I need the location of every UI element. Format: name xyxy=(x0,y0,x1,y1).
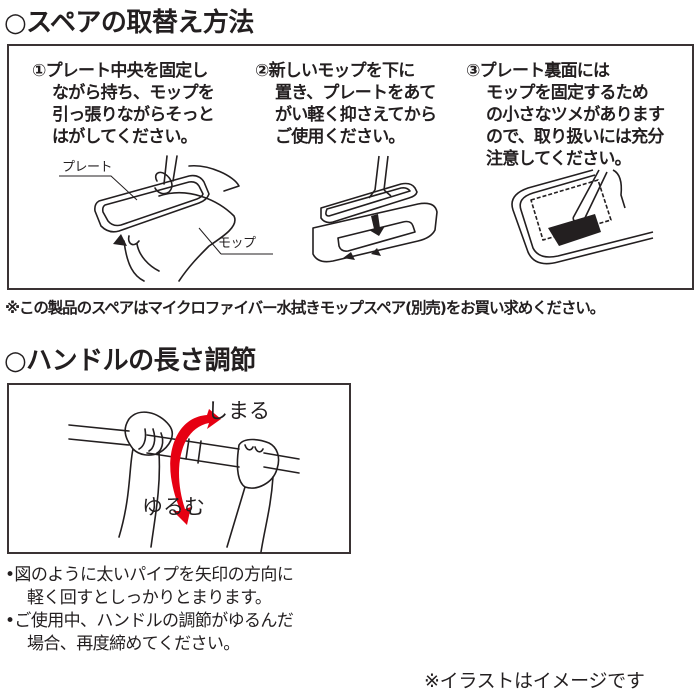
step-1-line-1: ①プレート中央を固定し xyxy=(32,61,208,81)
step-2-line-1: ②新しいモップを下に xyxy=(255,61,415,81)
section-title-spare-replacement: ○スペアの取替え方法 xyxy=(4,8,254,38)
step-2-line-2: 置き、プレートをあて xyxy=(275,83,436,103)
bullet-2-line-1: •ご使用中、ハンドルの調節がゆるんだ xyxy=(5,611,294,631)
handle-instructions: •図のように太いパイプを矢印の方向に 軽く回すとしっかりとまります。 •ご使用中… xyxy=(5,564,294,656)
step-1-text: ①プレート中央を固定し ながら持ち、モップを 引っ張りながらそっと はがしてくだ… xyxy=(32,60,215,148)
loosen-label: ゆるむ xyxy=(142,495,205,519)
spare-replacement-panel: ①プレート中央を固定し ながら持ち、モップを 引っ張りながらそっと はがしてくだ… xyxy=(7,44,694,290)
tighten-label: しまる xyxy=(207,399,270,423)
plate-claws-illustration xyxy=(511,169,654,265)
step-3-line-3: の小さなツメがあります xyxy=(486,105,665,125)
rotation-arrow-icon xyxy=(170,409,221,525)
step-3-line-4: ので、取り扱いには充分 xyxy=(486,127,664,147)
section-title-handle-adjustment: ○ハンドルの長さ調節 xyxy=(4,346,256,376)
step-1-line-2: ながら持ち、モップを xyxy=(52,83,215,103)
handle-twist-illustration xyxy=(68,409,300,553)
attach-mop-illustration xyxy=(312,155,438,263)
step-2-line-3: がい軽く抑さえてから xyxy=(275,105,437,125)
step-3-line-2: モップを固定するため xyxy=(486,83,649,103)
step-2-line-4: ご使用ください。 xyxy=(275,127,405,147)
remove-mop-illustration xyxy=(59,155,273,282)
illustration-disclaimer: ※イラストはイメージです xyxy=(424,670,645,692)
handle-adjustment-panel: しまる ゆるむ xyxy=(7,383,351,554)
bullet-2-line-2: 場合、再度締めてください。 xyxy=(27,634,240,654)
step-3-line-5: 注意してください。 xyxy=(486,149,632,169)
spare-purchase-note: ※この製品のスペアはマイクロファイバー水拭きモップスペア(別売)をお買い求めくだ… xyxy=(5,299,605,317)
step-2-text: ②新しいモップを下に 置き、プレートをあて がい軽く抑さえてから ご使用ください… xyxy=(255,60,437,148)
step-1-line-3: 引っ張りながらそっと xyxy=(52,105,215,125)
step-1-line-4: はがしてください。 xyxy=(52,127,198,147)
plate-label: プレート xyxy=(62,160,113,175)
step-3-text: ③プレート裏面には モップを固定するため の小さなツメがあります ので、取り扱い… xyxy=(466,60,665,170)
bullet-1-line-1: •図のように太いパイプを矢印の方向に xyxy=(5,565,294,585)
bullet-1-line-2: 軽く回すとしっかりとまります。 xyxy=(27,588,272,608)
step-3-line-1: ③プレート裏面には xyxy=(466,61,610,81)
mop-label: モップ xyxy=(218,236,256,251)
